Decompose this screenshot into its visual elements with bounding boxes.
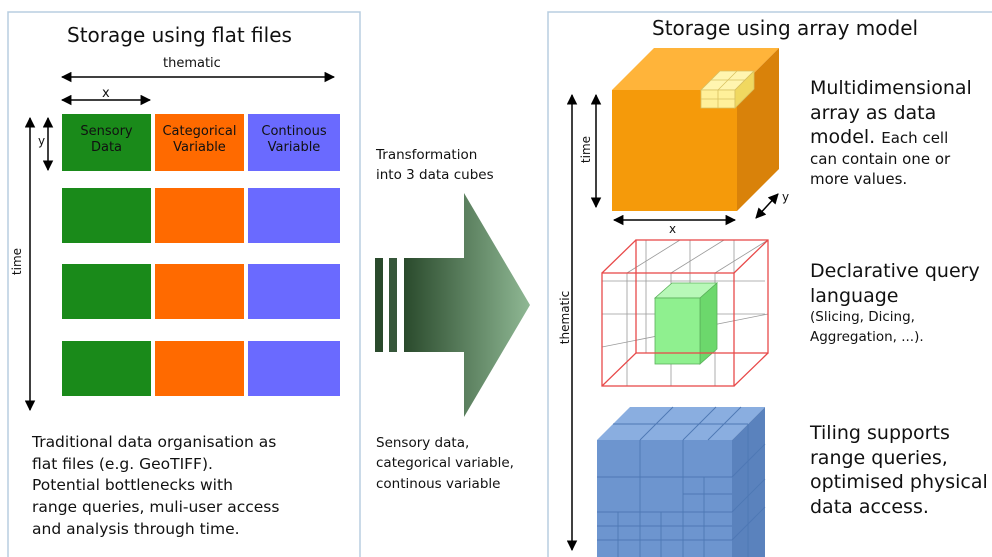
tile-cube-front bbox=[597, 440, 732, 557]
row-4-categorical bbox=[155, 341, 244, 396]
transformation-label: Transformation into 3 data cubes bbox=[376, 147, 494, 184]
left-panel-frame bbox=[7, 11, 361, 557]
row-3-categorical bbox=[155, 264, 244, 319]
cube-time-label: time bbox=[579, 135, 594, 164]
header-cell-continous bbox=[248, 114, 340, 171]
transformation-arrow bbox=[375, 193, 530, 417]
tile-cube-top bbox=[597, 407, 765, 440]
left-panel-description: Traditional data organisation as flat fi… bbox=[32, 433, 280, 538]
thematic-label-right: thematic bbox=[558, 290, 573, 345]
flat-file-grid bbox=[62, 114, 340, 396]
header-label-sensory: Sensory Data bbox=[80, 124, 133, 156]
data-cubes-list: Sensory data, categorical variable, cont… bbox=[376, 435, 514, 492]
query-wireframe-cube bbox=[601, 239, 769, 387]
row-3-sensory bbox=[62, 264, 151, 319]
row-4-continous bbox=[248, 341, 340, 396]
cell-highlight-side bbox=[734, 70, 755, 109]
right-panel-title: Storage using array model bbox=[652, 16, 919, 40]
cell-divider-3 bbox=[717, 70, 738, 91]
header-label-continous: Continous Variable bbox=[261, 124, 327, 156]
row-3-continous bbox=[248, 264, 340, 319]
cube-y-label: y bbox=[782, 190, 790, 204]
time-axis-label: time bbox=[10, 247, 25, 276]
arrow-tail-bar-2 bbox=[389, 258, 397, 352]
header-cell-sensory bbox=[62, 114, 151, 171]
row-2-sensory bbox=[62, 188, 151, 243]
x-axis-label: x bbox=[102, 86, 110, 101]
feature-array-model: Multidimensional array as data model. Ea… bbox=[810, 77, 972, 188]
cube-x-label: x bbox=[669, 222, 677, 236]
tiled-blue-cube bbox=[597, 406, 766, 557]
y-axis-label: y bbox=[38, 134, 46, 148]
cube-front-face bbox=[612, 90, 737, 211]
green-box-front bbox=[654, 297, 701, 365]
orange-data-cube bbox=[612, 48, 779, 211]
header-cell-categorical bbox=[155, 114, 244, 171]
thematic-axis-label: thematic bbox=[163, 56, 221, 71]
right-panel-frame bbox=[547, 11, 992, 557]
header-label-categorical: Categorical Variable bbox=[162, 124, 237, 156]
row-2-categorical bbox=[155, 188, 244, 243]
cube-y-axis-arrow bbox=[755, 193, 779, 219]
arrow-body bbox=[404, 193, 530, 417]
left-panel-title: Storage using flat files bbox=[67, 23, 292, 47]
row-4-sensory bbox=[62, 341, 151, 396]
tile-cube-side bbox=[732, 407, 765, 557]
feature-query-language: Declarative query language (Slicing, Dic… bbox=[810, 260, 980, 345]
row-2-continous bbox=[248, 188, 340, 243]
feature-tiling: Tiling supports range queries, optimised… bbox=[810, 422, 988, 519]
arrow-tail-bar-1 bbox=[375, 258, 383, 352]
